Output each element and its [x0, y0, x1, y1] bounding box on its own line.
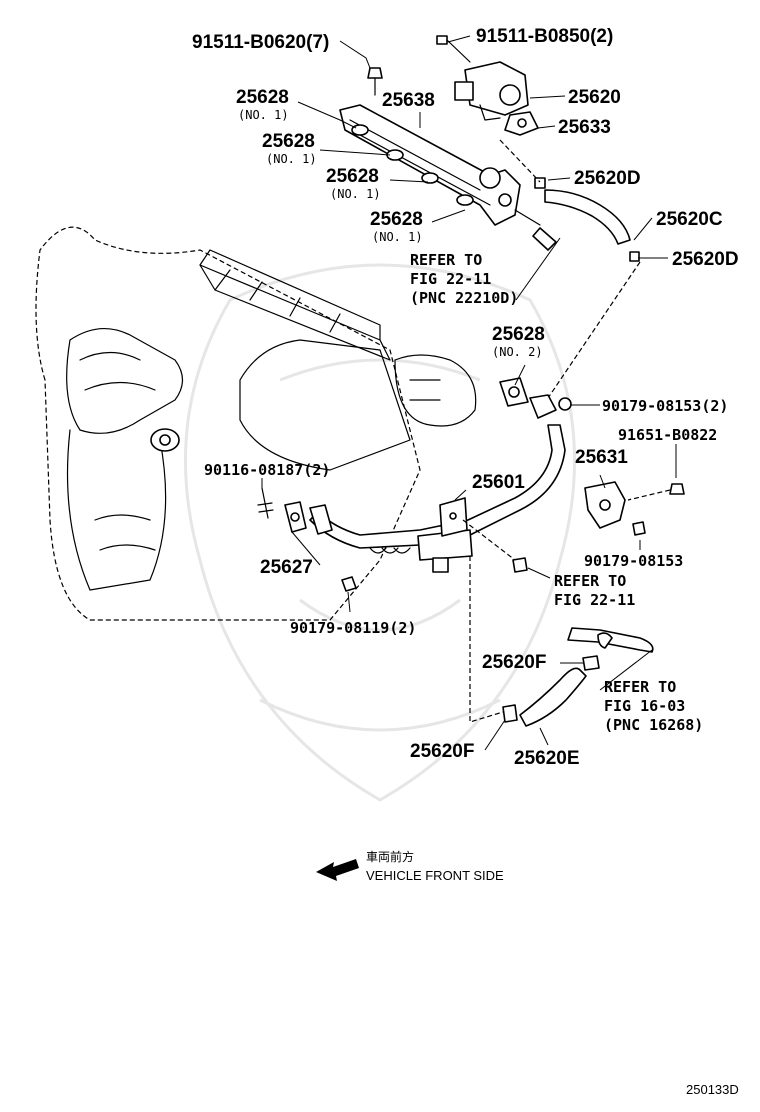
- refer-a-line2: FIG 22-11: [410, 270, 491, 288]
- bracket-25631: [584, 481, 685, 536]
- label-25628-d-sub: (NO. 1): [372, 230, 423, 244]
- label-91651-b0822: 91651-B0822: [618, 426, 717, 444]
- label-25620f-a: 25620F: [482, 652, 546, 673]
- label-25620: 25620: [568, 87, 621, 108]
- refer-b-line1: REFER TO: [554, 572, 626, 590]
- label-91511-b0620: 91511-B0620(7): [192, 32, 329, 53]
- egr-pipe-25601: [309, 377, 572, 573]
- hose-25620e: [469, 556, 654, 727]
- engine-block: [35, 226, 477, 621]
- label-25638: 25638: [382, 90, 435, 111]
- watermark-emblem: [183, 263, 577, 802]
- vehicle-front-jp-label: 車両前方: [366, 849, 414, 864]
- label-90179-08153: 90179-08153: [584, 552, 683, 570]
- label-25620d-a: 25620D: [574, 168, 641, 189]
- hose-25620c: [499, 139, 641, 399]
- label-25628-e-sub: (NO. 2): [492, 345, 543, 359]
- label-25627: 25627: [260, 557, 313, 578]
- label-25628-e: 25628: [492, 324, 545, 345]
- label-91511-b0850: 91511-B0850(2): [476, 26, 613, 47]
- vehicle-front-en-label: VEHICLE FRONT SIDE: [366, 868, 504, 883]
- refer-c-line3: (PNC 16268): [604, 716, 703, 734]
- label-25628-a: 25628: [236, 87, 289, 108]
- leader-lines: [261, 35, 677, 751]
- label-25628-a-sub: (NO. 1): [238, 108, 289, 122]
- vehicle-front-arrow-icon: [316, 859, 359, 881]
- pipe-stub-refer: [532, 227, 557, 251]
- label-25620d-b: 25620D: [672, 249, 739, 270]
- label-25601: 25601: [472, 472, 525, 493]
- gasket-25627: [284, 501, 307, 533]
- label-90179-08119: 90179-08119(2): [290, 619, 416, 637]
- nut-90179-08119: [341, 576, 357, 592]
- label-25628-b: 25628: [262, 131, 315, 152]
- label-25628-d: 25628: [370, 209, 423, 230]
- label-90116-08187: 90116-08187(2): [204, 461, 330, 479]
- label-25620f-b: 25620F: [410, 741, 474, 762]
- label-25628-b-sub: (NO. 1): [266, 152, 317, 166]
- refer-a-line1: REFER TO: [410, 251, 482, 269]
- gasket-25633: [504, 111, 539, 136]
- egr-cooler-25638: [339, 104, 541, 226]
- stud-90116-08187: [257, 487, 274, 519]
- label-25628-c: 25628: [326, 166, 379, 187]
- label-25620e: 25620E: [514, 748, 580, 769]
- refer-c-line1: REFER TO: [604, 678, 676, 696]
- label-25628-c-sub: (NO. 1): [330, 187, 381, 201]
- exhaust-manifold: [66, 327, 184, 591]
- bolt-91511-b0620: [367, 67, 383, 96]
- bolt-refer-b: [462, 519, 528, 573]
- label-25633: 25633: [558, 117, 611, 138]
- label-90179-08153-2: 90179-08153(2): [602, 397, 728, 415]
- refer-c-line2: FIG 16-03: [604, 697, 685, 715]
- label-25620c: 25620C: [656, 209, 723, 230]
- refer-a-line3: (PNC 22210D): [410, 289, 518, 307]
- figure-code: 250133D: [686, 1082, 739, 1097]
- egr-valve-25620: [436, 35, 529, 121]
- refer-b-line2: FIG 22-11: [554, 591, 635, 609]
- label-25631: 25631: [575, 447, 628, 468]
